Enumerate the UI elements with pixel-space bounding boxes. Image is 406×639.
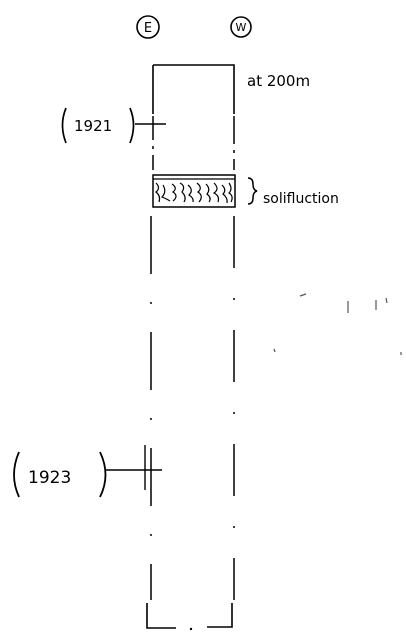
top-year-label: 1921 <box>74 117 112 135</box>
column-top-outline <box>153 65 234 114</box>
solifluction-layer <box>153 175 235 207</box>
west-marker: W <box>231 17 251 37</box>
top-year-callout: 1921 <box>63 108 167 143</box>
east-label: E <box>144 21 152 36</box>
solifluction-label: solifluction <box>263 191 339 207</box>
depth-note: at 200m <box>247 72 310 90</box>
east-marker: E <box>137 16 159 38</box>
bottom-year-callout: 1923 <box>14 445 162 497</box>
west-label: W <box>236 21 247 34</box>
column-bottom-outline <box>147 603 232 628</box>
bottom-year-label: 1923 <box>28 468 71 488</box>
faint-marks <box>274 294 401 355</box>
solifluction-brace <box>248 178 257 204</box>
